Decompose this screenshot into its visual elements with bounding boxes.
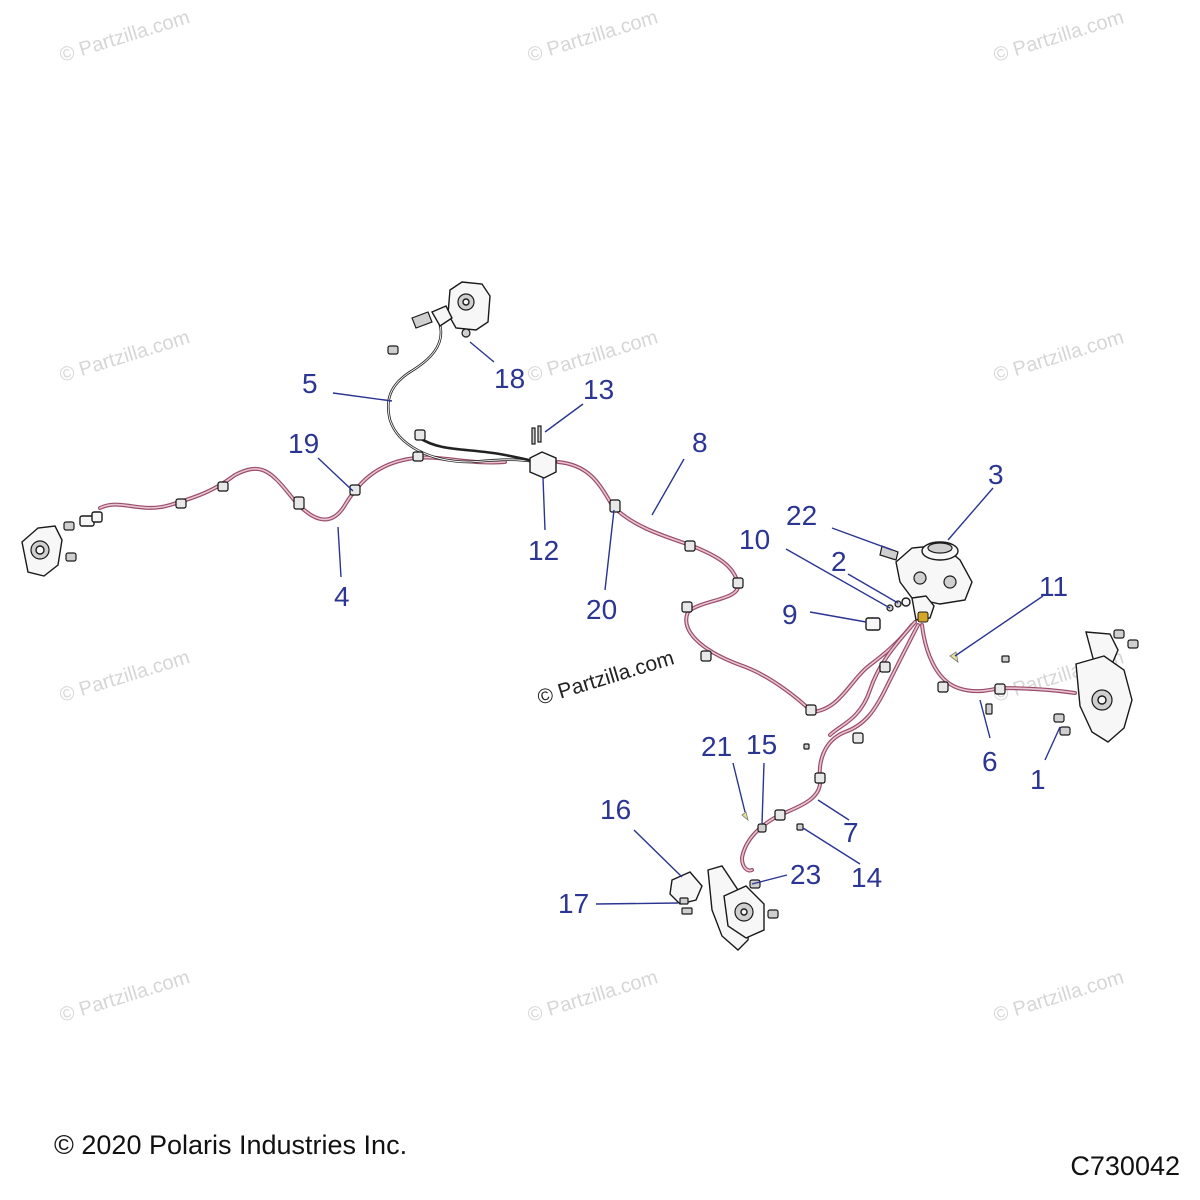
fitting-stack (865, 595, 935, 631)
callout-6: 6 (982, 746, 998, 777)
line-clip (293, 496, 305, 510)
line-clip (681, 601, 693, 613)
watermark: © Partzilla.com (57, 326, 192, 386)
watermark-layer: © Partzilla.com © Partzilla.com © Partzi… (57, 6, 1126, 1026)
leader-lines (317, 341, 1061, 905)
callout-5: 5 (302, 368, 318, 399)
watermark: © Partzilla.com (57, 646, 192, 706)
callout-18: 18 (494, 363, 525, 394)
watermark: © Partzilla.com (991, 326, 1126, 386)
line-clip (684, 540, 696, 552)
line-clip (349, 484, 361, 496)
callout-22: 22 (786, 500, 817, 531)
copyright-notice: © 2020 Polaris Industries Inc. (54, 1130, 408, 1160)
line-clip (609, 499, 621, 513)
watermark: © Partzilla.com (57, 966, 192, 1026)
line-clip (412, 451, 424, 462)
line-clip (217, 481, 229, 492)
callout-15: 15 (746, 729, 777, 760)
parking-brake-actuator (387, 281, 491, 355)
callout-20: 20 (586, 594, 617, 625)
callout-16: 16 (600, 794, 631, 825)
callout-10: 10 (739, 524, 770, 555)
callout-11: 11 (1039, 571, 1068, 602)
line-clip (852, 732, 864, 744)
left-front-caliper (21, 511, 103, 577)
line-clip (175, 498, 187, 509)
callout-8: 8 (692, 427, 708, 458)
line-clip (814, 772, 826, 784)
rear-caliper (669, 743, 810, 951)
brake-line-branch (828, 620, 917, 737)
callout-19: 19 (288, 428, 319, 459)
line-clip (937, 681, 949, 693)
callout-2: 2 (831, 546, 847, 577)
line-clip (414, 429, 426, 441)
right-front-caliper (949, 629, 1139, 743)
master-cylinder (879, 541, 973, 605)
callout-labels: 1 2 3 4 5 6 7 8 9 10 11 12 13 14 15 16 1… (288, 363, 1068, 919)
callout-1: 1 (1030, 764, 1046, 795)
watermark: © Partzilla.com (991, 966, 1126, 1026)
callout-3: 3 (988, 459, 1004, 490)
watermark-center: © Partzilla.com (535, 646, 677, 709)
callout-13: 13 (583, 374, 614, 405)
line-clip (700, 650, 712, 662)
line-clips (175, 429, 1006, 821)
watermark: © Partzilla.com (525, 6, 660, 66)
line-clip (994, 683, 1006, 695)
callout-21: 21 (701, 731, 732, 762)
brake-line-4 (98, 455, 507, 522)
callout-9: 9 (782, 599, 798, 630)
callout-4: 4 (334, 581, 350, 612)
parking-brake-cable (386, 324, 541, 465)
callout-12: 12 (528, 535, 559, 566)
callout-7: 7 (843, 817, 859, 848)
watermark: © Partzilla.com (57, 6, 192, 66)
junction-block (529, 425, 557, 479)
watermark: © Partzilla.com (991, 6, 1126, 66)
brake-lines (98, 455, 1077, 873)
callout-17: 17 (558, 888, 589, 919)
line-clip (774, 809, 786, 821)
callout-23: 23 (790, 859, 821, 890)
callout-14: 14 (851, 862, 882, 893)
line-clip (805, 704, 817, 716)
line-clip (732, 577, 744, 589)
watermark: © Partzilla.com (525, 966, 660, 1026)
diagram-id: C730042 (1070, 1151, 1180, 1181)
line-clip (879, 661, 891, 673)
